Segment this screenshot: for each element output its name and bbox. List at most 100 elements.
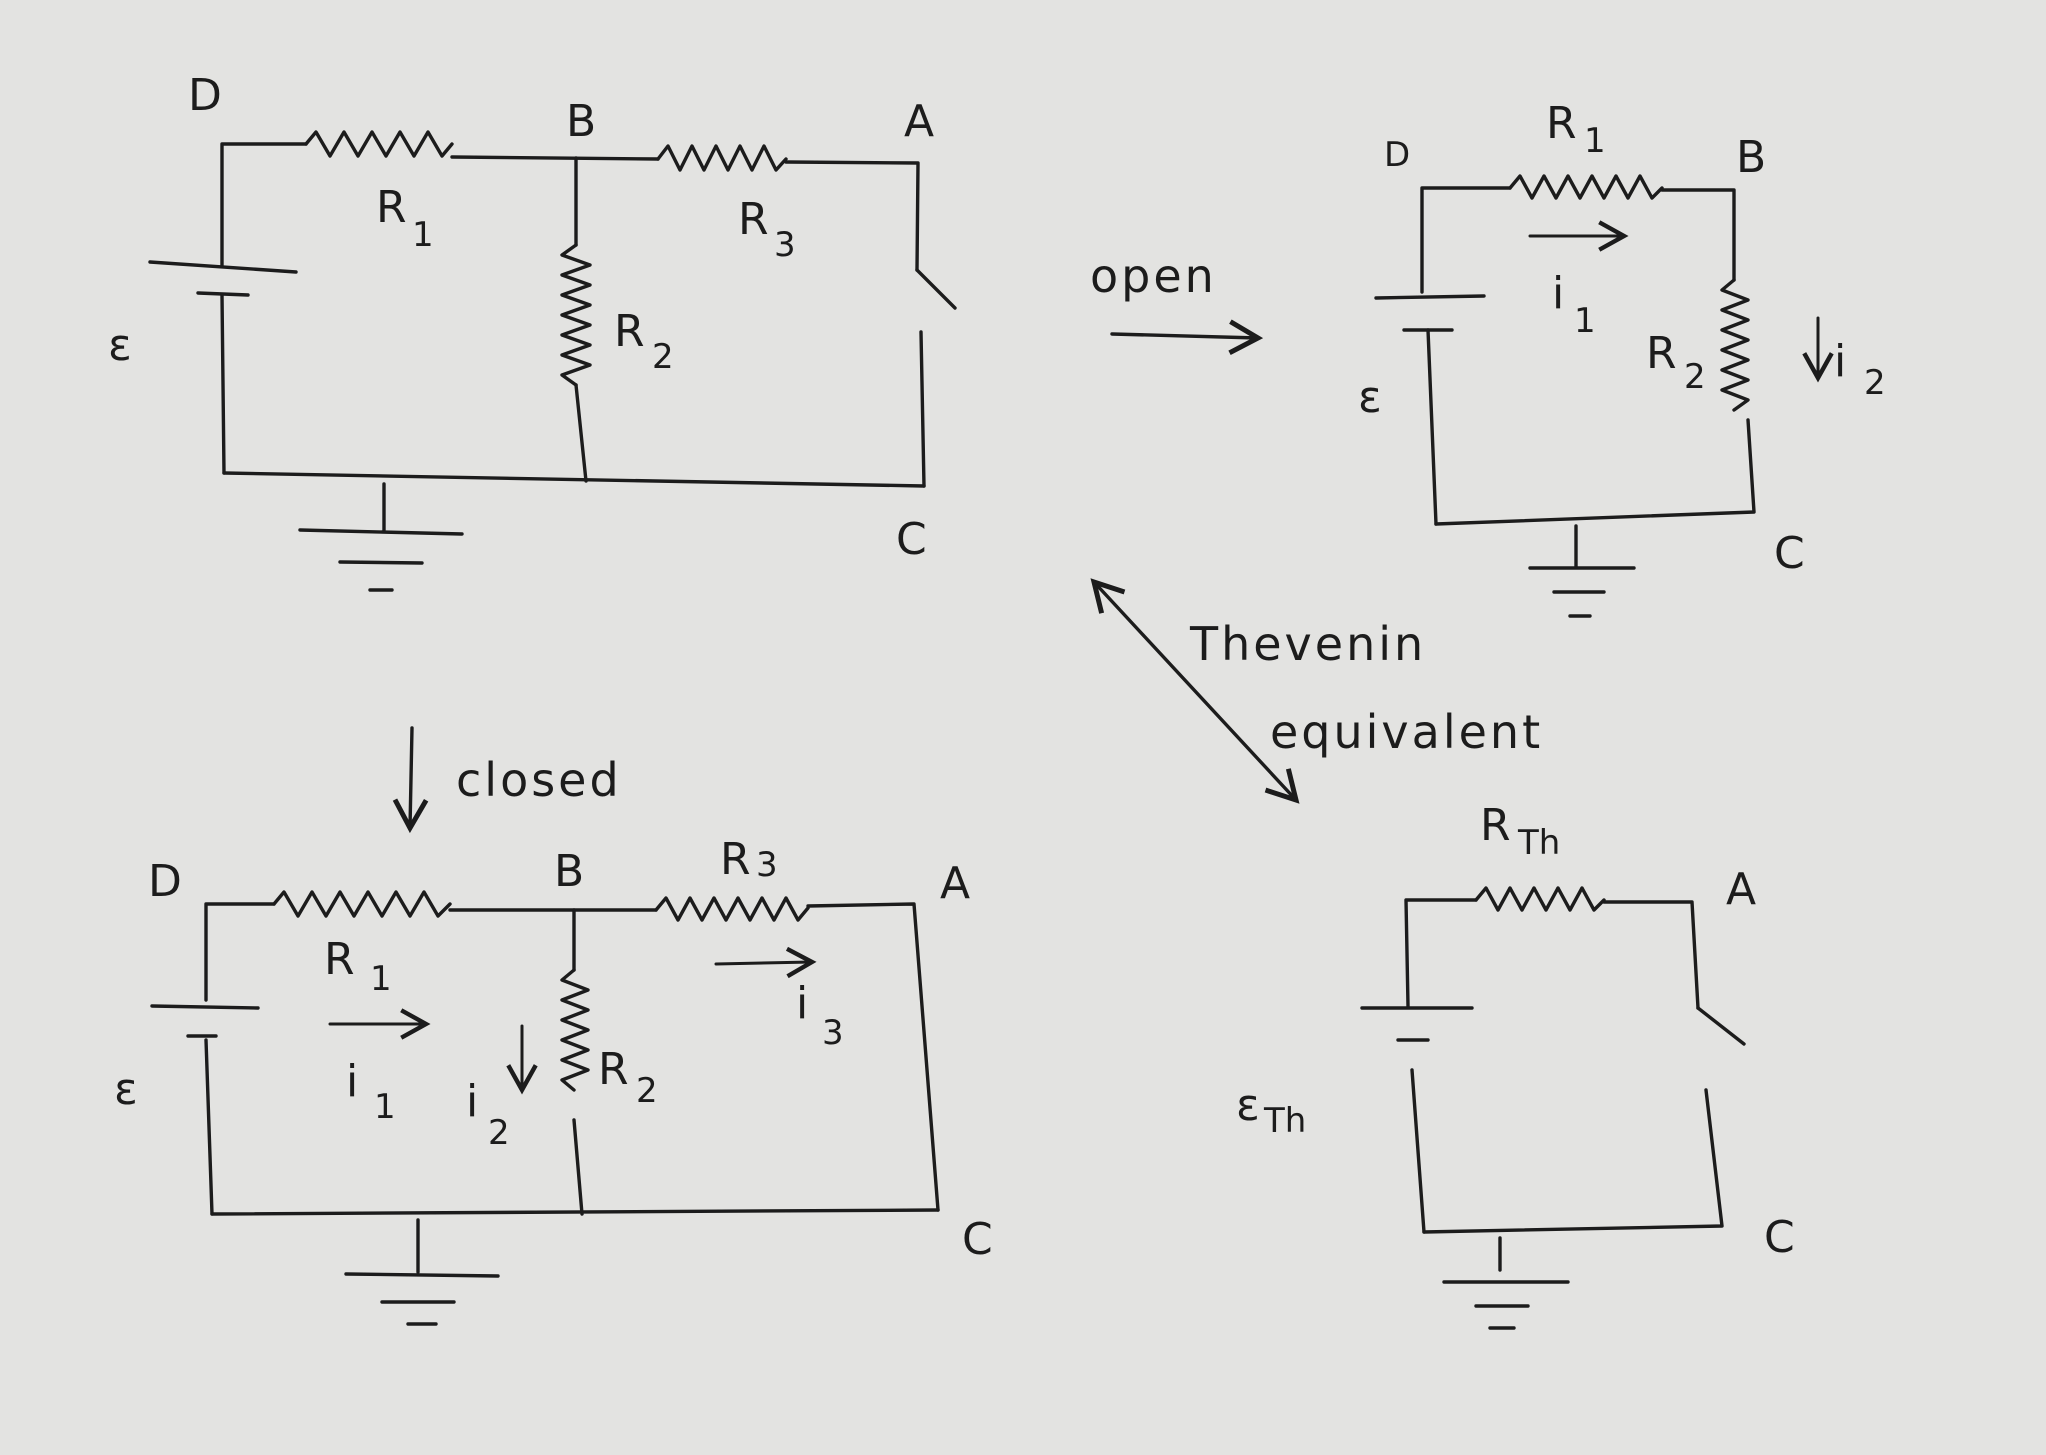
resistor-rth bbox=[1474, 886, 1606, 912]
current-arrow-i3 bbox=[714, 946, 817, 979]
svg-text:3: 3 bbox=[774, 225, 796, 265]
wire-battery-bottom bbox=[204, 1038, 214, 1216]
switch-blade bbox=[915, 268, 957, 310]
svg-text:1: 1 bbox=[374, 1087, 396, 1127]
svg-text:i: i bbox=[1834, 336, 1846, 387]
node-label-d: D bbox=[148, 856, 182, 907]
battery-long-plate bbox=[1374, 294, 1486, 300]
svg-text:2: 2 bbox=[1864, 363, 1886, 403]
r1-label: R 1 bbox=[376, 182, 434, 255]
circuit-closed: D B A C ε R 1 R 3 R 2 i 1 i 2 i 3 bbox=[114, 834, 993, 1326]
wire-r3-to-a bbox=[784, 160, 920, 272]
wire-r3-to-a bbox=[806, 902, 940, 1212]
r2-label: R 2 bbox=[1646, 328, 1706, 397]
svg-text:R: R bbox=[1646, 328, 1677, 379]
resistor-r3 bbox=[654, 896, 810, 922]
r1-label: R 1 bbox=[324, 934, 392, 999]
resistor-r2 bbox=[560, 968, 590, 1092]
svg-text:Th: Th bbox=[1263, 1101, 1306, 1141]
battery-short-plate bbox=[196, 291, 250, 297]
thevenin-double-arrow bbox=[1090, 578, 1300, 804]
svg-text:R: R bbox=[1546, 98, 1577, 149]
closed-arrow bbox=[392, 726, 429, 834]
svg-text:R: R bbox=[1480, 800, 1511, 851]
wire-switch-to-c bbox=[919, 330, 926, 488]
svg-text:2: 2 bbox=[652, 337, 674, 377]
node-label-c: C bbox=[896, 514, 927, 565]
wire-d-to-r1 bbox=[220, 142, 308, 267]
svg-text:1: 1 bbox=[1584, 121, 1606, 161]
resistor-r1 bbox=[304, 130, 454, 158]
node-label-c: C bbox=[1764, 1212, 1795, 1263]
svg-text:Th: Th bbox=[1517, 823, 1560, 863]
ground-symbol bbox=[1442, 1236, 1570, 1330]
svg-text:3: 3 bbox=[756, 845, 778, 885]
circuit-open: D B C ε R 1 R 2 i 1 i 2 bbox=[1358, 98, 1886, 618]
node-label-b: B bbox=[1736, 132, 1766, 183]
rth-label: R Th bbox=[1480, 800, 1560, 863]
emf-label: ε bbox=[1358, 372, 1382, 423]
node-label-d: D bbox=[1384, 135, 1410, 175]
svg-text:1: 1 bbox=[412, 215, 434, 255]
node-label-b: B bbox=[566, 96, 596, 147]
svg-text:ε: ε bbox=[1236, 1080, 1260, 1131]
node-label-a: A bbox=[940, 858, 970, 909]
battery-long-plate bbox=[150, 1004, 260, 1010]
switch-blade bbox=[1696, 1006, 1746, 1046]
svg-text:R: R bbox=[324, 934, 355, 985]
svg-text:1: 1 bbox=[1574, 301, 1596, 341]
emf-label: ε bbox=[108, 320, 132, 371]
open-transition: open bbox=[1090, 249, 1264, 356]
i3-label: i 3 bbox=[796, 978, 844, 1053]
r2-label: R 2 bbox=[598, 1044, 658, 1111]
closed-transition: closed bbox=[392, 726, 622, 834]
i1-label: i 1 bbox=[1552, 268, 1596, 341]
wire-rth-to-a bbox=[1602, 900, 1700, 1010]
svg-text:R: R bbox=[738, 194, 769, 245]
emf-label: ε bbox=[114, 1064, 138, 1115]
svg-text:R: R bbox=[720, 834, 751, 885]
node-label-d: D bbox=[188, 70, 222, 121]
wire-switch-to-c bbox=[1422, 1088, 1724, 1234]
svg-text:R: R bbox=[376, 182, 407, 233]
svg-text:2: 2 bbox=[636, 1071, 658, 1111]
open-label: open bbox=[1090, 249, 1217, 303]
ground-symbol bbox=[298, 482, 464, 592]
svg-text:R: R bbox=[598, 1044, 629, 1095]
resistor-r3 bbox=[656, 144, 788, 172]
thevenin-label-line1: Thevenin bbox=[1189, 617, 1426, 671]
battery-long-plate bbox=[148, 260, 298, 274]
svg-text:R: R bbox=[614, 306, 645, 357]
node-label-a: A bbox=[1726, 864, 1756, 915]
svg-text:i: i bbox=[346, 1056, 358, 1107]
wire-d-to-r1 bbox=[1420, 186, 1512, 294]
resistor-r2 bbox=[560, 243, 592, 387]
closed-label: closed bbox=[456, 753, 622, 807]
wire-r2-to-c bbox=[1434, 418, 1756, 526]
wire-r2-to-bottom bbox=[572, 1118, 584, 1216]
resistor-r1 bbox=[272, 890, 452, 918]
node-label-c: C bbox=[962, 1214, 993, 1265]
thevenin-transition: Thevenin equivalent bbox=[1090, 578, 1543, 804]
wire-r1-to-r3 bbox=[450, 155, 660, 161]
r3-label: R 3 bbox=[720, 834, 778, 885]
thevenin-label-line2: equivalent bbox=[1270, 705, 1543, 759]
i1-label: i 1 bbox=[346, 1056, 396, 1127]
ground-symbol bbox=[1528, 524, 1636, 618]
i2-label: i 2 bbox=[1834, 336, 1886, 403]
wire-battery-bottom bbox=[1410, 1068, 1426, 1234]
i2-label: i 2 bbox=[466, 1076, 510, 1153]
wire-source-to-rth bbox=[1404, 898, 1478, 1008]
circuit-original: D B A C ε R 1 R 3 R 2 bbox=[108, 70, 957, 592]
svg-text:2: 2 bbox=[488, 1113, 510, 1153]
node-label-c: C bbox=[1774, 528, 1805, 579]
open-arrow bbox=[1110, 319, 1264, 356]
wire-battery-bottom bbox=[1426, 328, 1438, 526]
emf-th-label: ε Th bbox=[1236, 1080, 1306, 1141]
resistor-r1 bbox=[1508, 174, 1664, 200]
svg-text:1: 1 bbox=[370, 959, 392, 999]
svg-text:i: i bbox=[1552, 268, 1564, 319]
node-label-a: A bbox=[904, 96, 934, 147]
